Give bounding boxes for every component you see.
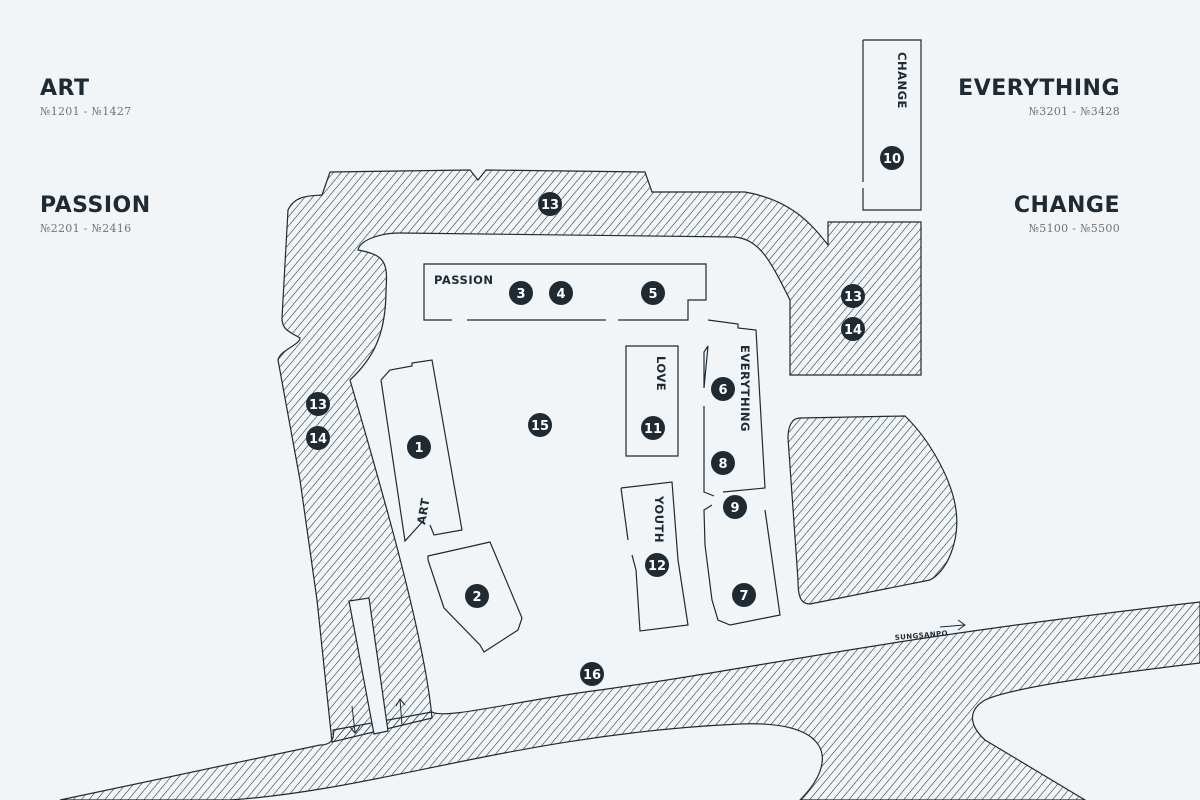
svg-text:13: 13	[309, 398, 327, 413]
building-everything-south	[703, 504, 781, 626]
marker-14-left[interactable]: 14	[306, 426, 330, 450]
marker-2[interactable]: 2	[465, 584, 489, 608]
marker-15[interactable]: 15	[528, 413, 552, 437]
svg-text:10: 10	[883, 152, 901, 167]
legend-title: ART	[40, 76, 90, 101]
label-youth: YOUTH	[652, 495, 666, 543]
svg-text:14: 14	[309, 432, 327, 447]
svg-text:15: 15	[531, 419, 549, 434]
svg-text:8: 8	[718, 457, 727, 472]
marker-13-left[interactable]: 13	[306, 392, 330, 416]
legend-range: №2201 - №2416	[40, 222, 132, 235]
marker-3[interactable]: 3	[509, 281, 533, 305]
legend-passion: PASSION №2201 - №2416	[40, 193, 151, 235]
svg-text:6: 6	[718, 383, 727, 398]
legend-title: CHANGE	[1013, 193, 1120, 218]
marker-7[interactable]: 7	[732, 583, 756, 607]
legend-title: EVERYTHING	[958, 76, 1120, 101]
legend-range: №3201 - №3428	[1028, 105, 1120, 118]
marker-8[interactable]: 8	[711, 451, 735, 475]
building-love	[625, 345, 679, 457]
svg-text:13: 13	[541, 198, 559, 213]
legend-range: №5100 - №5500	[1028, 222, 1120, 235]
legend-art: ART №1201 - №1427	[40, 76, 131, 118]
svg-text:3: 3	[516, 287, 525, 302]
svg-text:16: 16	[583, 668, 601, 683]
marker-9[interactable]: 9	[723, 495, 747, 519]
label-love: LOVE	[654, 356, 668, 391]
hatched-areas	[59, 169, 1200, 800]
marker-5[interactable]: 5	[641, 281, 665, 305]
svg-text:11: 11	[644, 422, 662, 437]
marker-1[interactable]: 1	[407, 435, 431, 459]
label-art: ART	[414, 497, 432, 526]
label-change: CHANGE	[895, 52, 909, 109]
svg-text:4: 4	[556, 287, 565, 302]
legend-everything: EVERYTHING №3201 - №3428	[958, 76, 1120, 118]
marker-14-right[interactable]: 14	[841, 317, 865, 341]
marker-12[interactable]: 12	[645, 553, 669, 577]
marker-11[interactable]: 11	[641, 416, 665, 440]
legend-change: CHANGE №5100 - №5500	[1014, 193, 1120, 235]
building-everything	[703, 319, 766, 497]
perimeter-road	[277, 169, 922, 743]
svg-text:1: 1	[414, 441, 423, 456]
building-change	[862, 39, 922, 211]
svg-text:5: 5	[648, 287, 657, 302]
svg-text:14: 14	[844, 323, 862, 338]
marker-13-right[interactable]: 13	[841, 284, 865, 308]
green-area	[787, 415, 958, 605]
marker-6[interactable]: 6	[711, 377, 735, 401]
svg-text:2: 2	[472, 590, 481, 605]
marker-10[interactable]: 10	[880, 146, 904, 170]
markers: 1 2 3 4 5 6 7 8 9 10 11 12 13 13 13 14 1…	[306, 146, 904, 686]
parking-strip	[348, 597, 406, 735]
svg-text:9: 9	[730, 501, 739, 516]
marker-16[interactable]: 16	[580, 662, 604, 686]
svg-text:7: 7	[739, 589, 748, 604]
legend-title: PASSION	[40, 193, 151, 218]
bottom-road	[59, 601, 1200, 800]
legend-range: №1201 - №1427	[40, 105, 132, 118]
building-labels: PASSION LOVE EVERYTHING ART YOUTH CHANGE	[414, 52, 909, 543]
label-everything: EVERYTHING	[738, 345, 752, 432]
label-passion: PASSION	[434, 273, 494, 287]
marker-13-top[interactable]: 13	[538, 192, 562, 216]
svg-text:13: 13	[844, 290, 862, 305]
marker-4[interactable]: 4	[549, 281, 573, 305]
svg-text:12: 12	[648, 559, 666, 574]
